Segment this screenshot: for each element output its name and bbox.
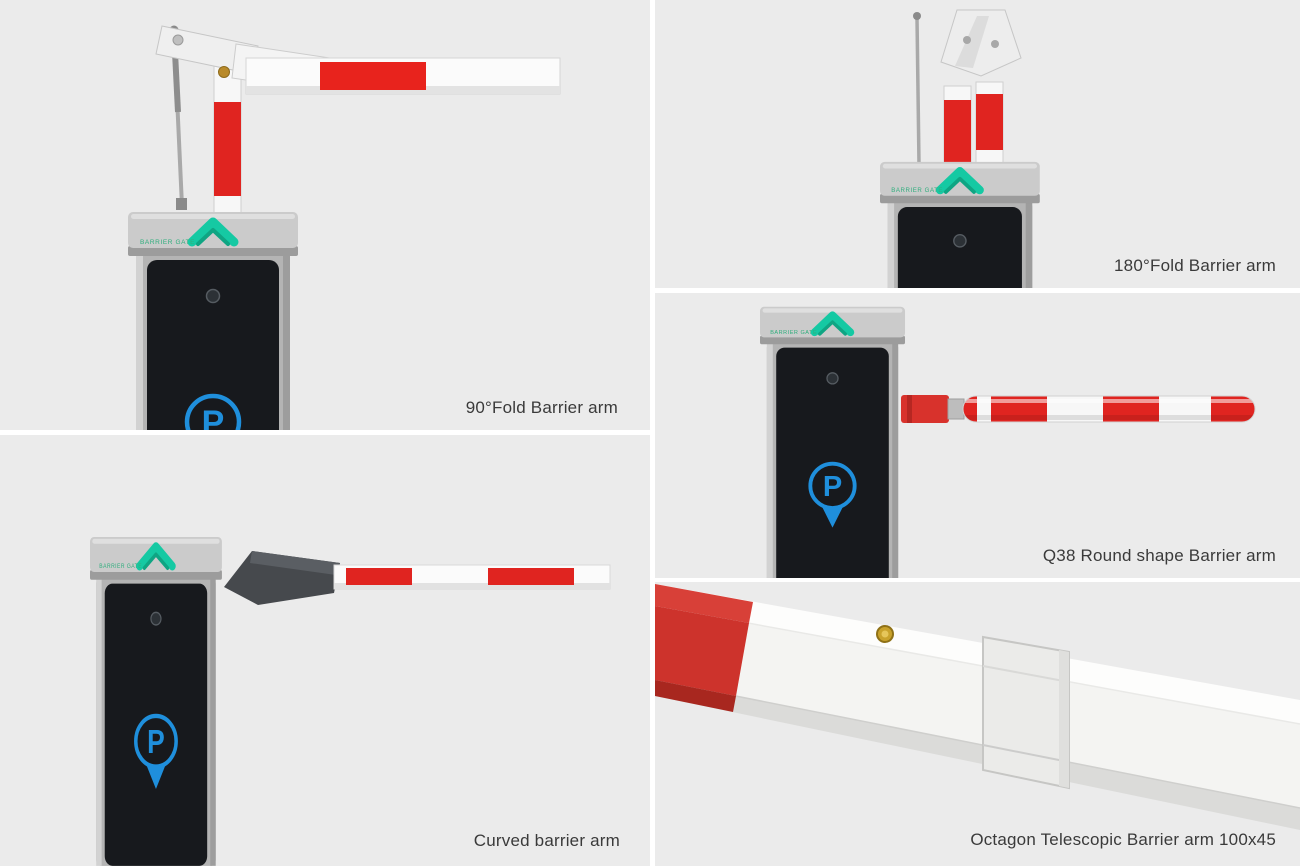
product-label: Octagon Telescopic Barrier arm 100x45 [970,830,1276,849]
brass-bolt [218,66,230,78]
brass-bolt [876,625,894,643]
vertical-arm-section [213,63,242,217]
octagon-beam [655,584,1300,830]
fold-linkage [940,9,1022,77]
straight-arm [333,564,611,590]
barrier-q38-illustration [655,293,1256,578]
product-cell-curved: Curved barrier arm [0,435,650,866]
folded-arm-sections [943,81,1004,171]
product-cell-octagon: Octagon Telescopic Barrier arm 100x45 [655,582,1300,866]
horizontal-arm [245,57,561,95]
curved-bracket [224,551,340,605]
product-label: Curved barrier arm [473,831,620,850]
telescopic-collar [982,635,1070,790]
lift-rod [913,12,921,165]
red-reflective-stripe [320,62,426,90]
round-arm [901,395,1256,423]
pivot-bolt [963,36,971,44]
product-label: 180°Fold Barrier arm [1114,256,1276,275]
pivot-bolt [172,34,184,46]
product-label: 90°Fold Barrier arm [465,398,618,417]
product-label: Q38 Round shape Barrier arm [1042,546,1276,565]
red-reflective-stripe [944,100,971,170]
barrier-180fold-illustration [655,9,1300,288]
red-reflective-stripe [488,568,574,585]
arm-coupler [947,398,965,420]
product-cell-q38: Q38 Round shape Barrier arm [655,293,1300,578]
barrier-curved-illustration [0,435,611,866]
pivot-bolt [991,40,999,48]
octagon-arm-illustration [655,584,1300,830]
red-reflective-stripe [346,568,412,585]
barrier-90fold-illustration [0,25,561,430]
red-reflective-stripe [976,94,1003,150]
product-cell-90fold: 90°Fold Barrier arm [0,0,650,430]
red-reflective-stripe [655,584,753,712]
arm-mount [901,395,949,423]
product-cell-180fold: 180°Fold Barrier arm [655,0,1300,288]
